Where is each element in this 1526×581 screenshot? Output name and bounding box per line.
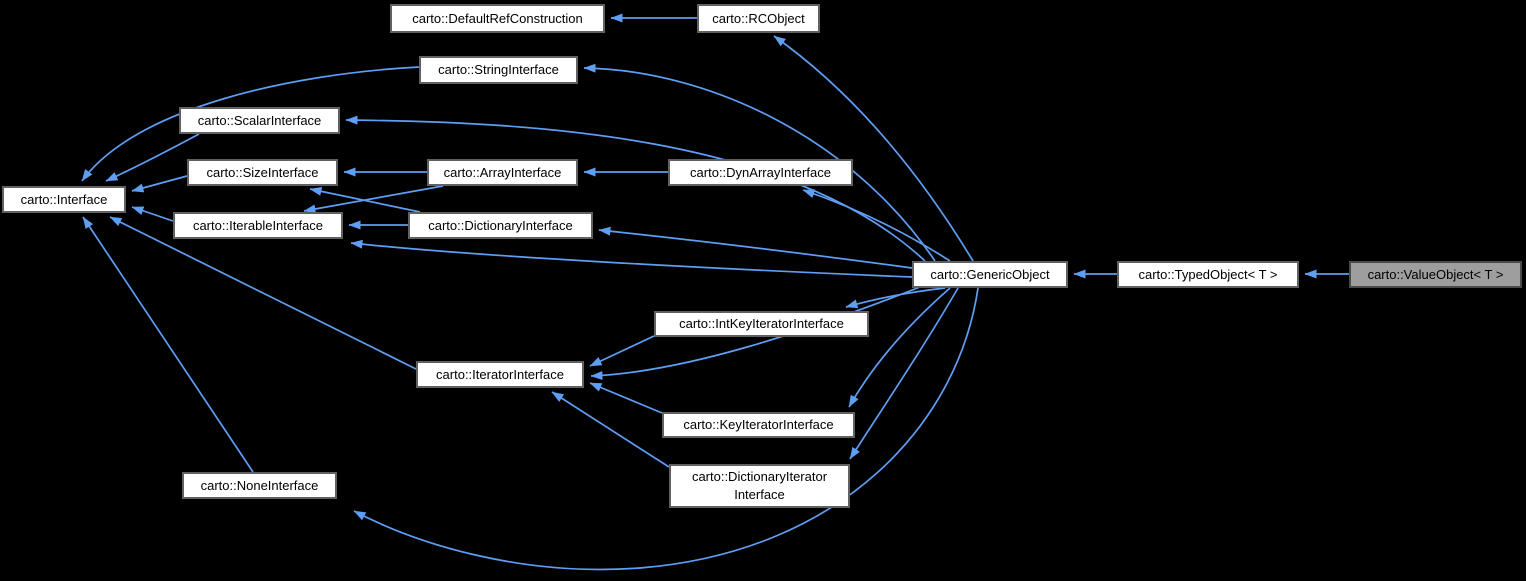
node-value-object: carto::ValueObject< T >	[1349, 261, 1522, 288]
node-label: carto::ArrayInterface	[443, 164, 562, 180]
node-label: carto::DictionaryInterface	[428, 217, 573, 233]
node-array-interface[interactable]: carto::ArrayInterface	[427, 159, 578, 186]
node-scalar-interface[interactable]: carto::ScalarInterface	[179, 107, 340, 134]
node-label: carto::RCObject	[712, 10, 805, 26]
node-none-interface[interactable]: carto::NoneInterface	[182, 472, 337, 499]
node-label: carto::StringInterface	[438, 62, 559, 78]
node-generic-object[interactable]: carto::GenericObject	[912, 261, 1068, 288]
node-dictionary-iterator-interface[interactable]: carto::DictionaryIterator Interface	[669, 464, 850, 508]
node-intkey-iterator-interface[interactable]: carto::IntKeyIteratorInterface	[654, 311, 869, 337]
node-dynarray-interface[interactable]: carto::DynArrayInterface	[668, 159, 853, 186]
node-label-line2: Interface	[734, 487, 785, 502]
node-iterable-interface[interactable]: carto::IterableInterface	[173, 212, 343, 239]
node-label: carto::ScalarInterface	[197, 112, 322, 128]
node-default-ref-construction[interactable]: carto::DefaultRefConstruction	[390, 4, 605, 33]
node-rcobject[interactable]: carto::RCObject	[697, 4, 820, 33]
node-label: carto::KeyIteratorInterface	[683, 417, 834, 433]
node-label: carto::DefaultRefConstruction	[412, 10, 583, 26]
node-label-line1: carto::DictionaryIterator	[691, 469, 828, 485]
node-interface[interactable]: carto::Interface	[2, 186, 126, 213]
node-iterator-interface[interactable]: carto::IteratorInterface	[416, 361, 584, 388]
node-label: carto::ValueObject< T >	[1367, 266, 1504, 282]
node-label: carto::TypedObject< T >	[1138, 266, 1278, 282]
node-label: carto::IntKeyIteratorInterface	[679, 316, 844, 332]
node-label: carto::IteratorInterface	[436, 366, 564, 382]
node-key-iterator-interface[interactable]: carto::KeyIteratorInterface	[662, 412, 855, 438]
node-label: carto::IterableInterface	[192, 217, 324, 233]
node-label: carto::SizeInterface	[206, 164, 319, 180]
node-label: carto::Interface	[20, 191, 108, 207]
node-label: carto::NoneInterface	[200, 477, 319, 493]
node-label: carto::DynArrayInterface	[690, 164, 831, 180]
node-string-interface[interactable]: carto::StringInterface	[419, 56, 578, 84]
node-size-interface[interactable]: carto::SizeInterface	[187, 159, 338, 186]
node-label: carto::GenericObject	[930, 266, 1050, 282]
node-dictionary-interface[interactable]: carto::DictionaryInterface	[408, 212, 593, 239]
node-typed-object[interactable]: carto::TypedObject< T >	[1117, 261, 1299, 288]
